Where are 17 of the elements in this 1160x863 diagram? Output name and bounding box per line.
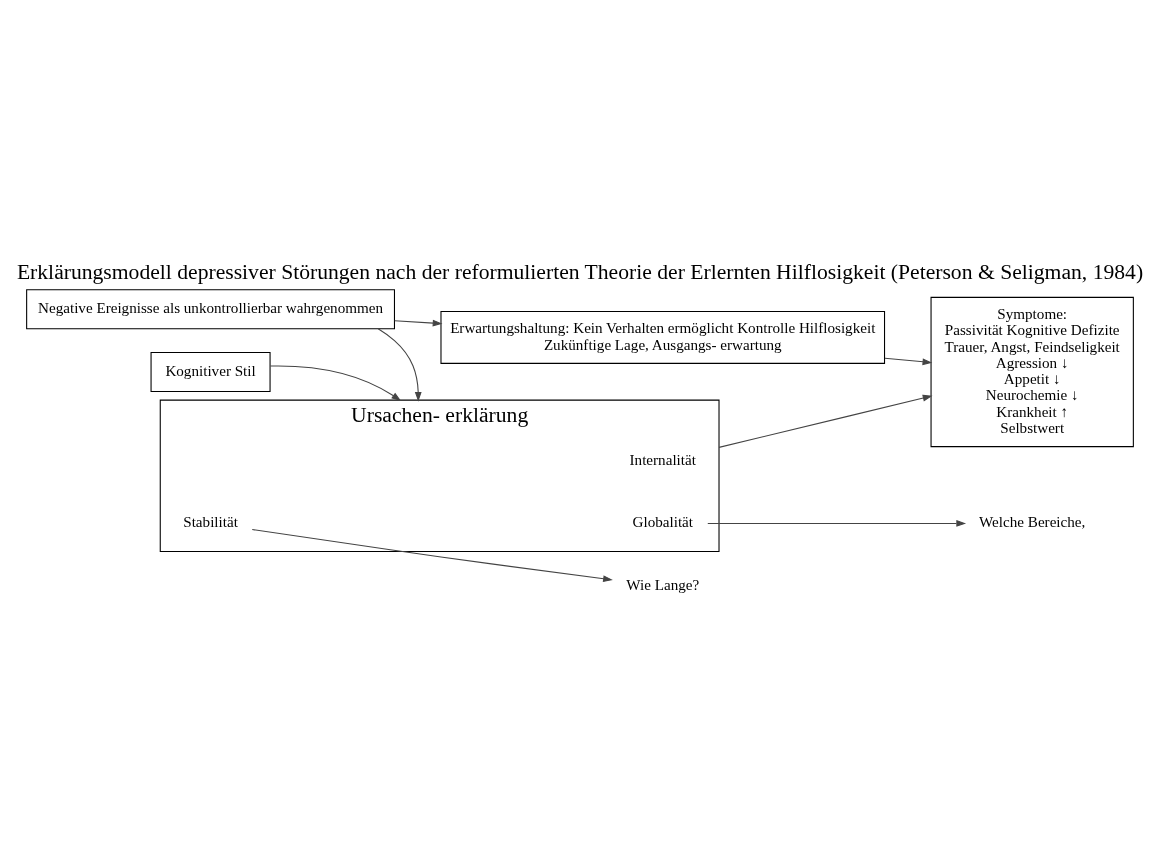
arrow — [707, 520, 967, 527]
arrow — [394, 319, 443, 327]
arrow — [251, 529, 613, 583]
node-text: Internalität — [629, 451, 696, 468]
node-box: Negative Ereignisse als unkontrollierbar wahrgenommen — [26, 289, 395, 330]
arrow — [377, 328, 422, 402]
node-box: Symptome: Passivität Kognitive Defizite Trauer, Angst, Feindseligkeit Agression ↓ Appetit ↓ Neurochemie ↓ Krankheit ↑ Selbstwert — [930, 296, 1134, 448]
arrow — [718, 394, 933, 448]
node-text: Welche Bereiche, — [979, 514, 1086, 531]
node-box: Erwartungshaltung: Kein Verhalten ermöglicht Kontrolle Hilflosigkeit Zukünftige Lage, Ausgangs- erwartung — [440, 310, 886, 364]
arrow — [884, 357, 933, 366]
node-text: Wie Lange? — [626, 577, 700, 594]
node-box: Kognitiver Stil — [150, 352, 271, 392]
node-text: Globalität — [632, 514, 694, 531]
arrow — [269, 365, 402, 402]
diagram-title: Erklärungsmodell depressiver Störungen nach der reformulierten Theorie der Erlernten Hilflosigkeit (Peterson & Seligman, 1984) — [16, 259, 1144, 284]
node-text: Stabilität — [183, 514, 238, 531]
